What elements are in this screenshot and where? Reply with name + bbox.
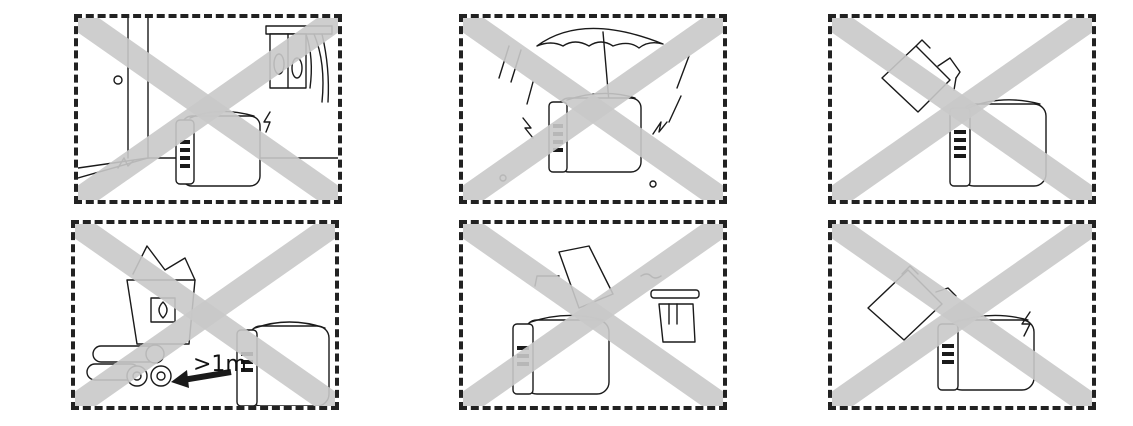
- portable-generator-icon: [175, 110, 261, 187]
- panel-no-indoor-use-illustration: [78, 18, 338, 200]
- panel-no-fuel-spill-illustration: [832, 224, 1092, 406]
- panel-no-refuel-illustration: [832, 18, 1092, 200]
- spark-icon: [263, 111, 271, 133]
- panel-keep-distance-illustration: [75, 224, 335, 406]
- panel-no-rain-use: [459, 14, 727, 204]
- arrow-left-icon: [171, 369, 232, 388]
- panel-no-fuel-spill: [828, 220, 1096, 410]
- panel-no-rain-use-illustration: [463, 18, 723, 200]
- panel-no-smoking: [459, 220, 727, 410]
- panel-no-refuel-while-running: [828, 14, 1096, 204]
- cigarette-hand-icon: [640, 273, 700, 343]
- distance-label: >1m: [193, 352, 247, 377]
- panel-keep-distance-from-flammables: >1m: [71, 220, 339, 410]
- spark-icon: [1021, 311, 1031, 337]
- panel-no-indoor-use: [74, 14, 342, 204]
- panel-no-smoking-illustration: [463, 224, 723, 406]
